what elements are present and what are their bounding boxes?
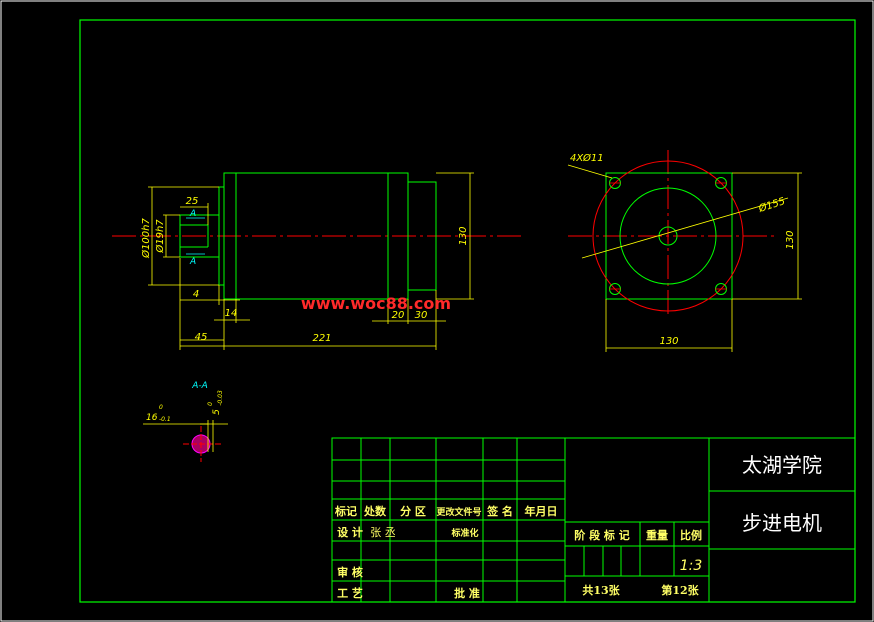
- dim-tol-5-up: 0: [207, 402, 214, 406]
- dim-text-16: 16: [146, 413, 158, 423]
- holes-note: 4XØ11: [570, 152, 604, 164]
- dim-text-dia100: Ø100h7: [140, 218, 152, 259]
- shaft-circle: [658, 226, 678, 246]
- title-block: [331, 437, 856, 603]
- rear-cap: [407, 181, 437, 291]
- rev-header-date: 年月日: [525, 504, 558, 518]
- section-label: A-A: [191, 381, 208, 391]
- side-view: 4XØ11 Ø155 130 130: [567, 150, 802, 352]
- dim-text-30: 30: [415, 310, 428, 321]
- dim-tol-5-dn: -0.03: [217, 390, 224, 406]
- dim-text-45: 45: [195, 332, 208, 343]
- rev-header-sign: 签 名: [486, 504, 513, 518]
- section-view: A-A 16 0 -0.1 5 0 -0.03: [143, 381, 228, 462]
- sheet-number: 第12张: [661, 583, 699, 597]
- section-mark-upper: A: [189, 209, 196, 219]
- rev-header-mark: 标记: [334, 504, 357, 518]
- scale-label: 比例: [680, 528, 702, 542]
- dim-text-130-height: 130: [785, 230, 796, 249]
- school-name: 太湖学院: [742, 453, 822, 477]
- weight-label: 重量: [646, 528, 668, 542]
- dim-text-221: 221: [312, 333, 331, 344]
- designer-name: 张 丞: [370, 526, 396, 539]
- dim-text-5: 5: [212, 409, 222, 415]
- dim-text-14: 14: [225, 308, 238, 319]
- scale-value: 1:3: [680, 558, 703, 574]
- design-label: 设 计: [337, 525, 363, 539]
- review-label: 审 核: [337, 565, 363, 579]
- rev-header-zone: 分 区: [400, 504, 426, 518]
- drawing-name: 步进电机: [742, 511, 822, 535]
- dim-text-130-front: 130: [458, 226, 469, 245]
- standardize-label: 标准化: [450, 527, 478, 539]
- process-label: 工 艺: [337, 586, 363, 600]
- dim-text-20: 20: [392, 310, 405, 321]
- dim-tol-16-dn: -0.1: [159, 416, 171, 423]
- rev-header-doc: 更改文件号: [436, 506, 481, 518]
- leader-holes: [567, 164, 613, 179]
- pilot-circle: [619, 187, 717, 285]
- section-mark-lower: A: [189, 257, 196, 267]
- dim-text-dia19: Ø19h7: [154, 219, 166, 254]
- dim-text-130-width: 130: [659, 336, 678, 347]
- dim-text-4: 4: [193, 289, 199, 300]
- dim-line-dia155: [581, 197, 789, 259]
- dim-text-25: 25: [186, 196, 199, 207]
- total-sheets: 共13张: [582, 583, 620, 597]
- stage-label: 阶 段 标 记: [574, 528, 630, 542]
- dim-text-dia155: Ø155: [756, 195, 786, 215]
- shaft: [179, 214, 220, 258]
- front-view: 221 45 14 20 30 4 25 130 Ø100h7 Ø19h7 A …: [112, 172, 522, 350]
- rev-header-count: 处数: [363, 504, 387, 518]
- flange-square: [605, 172, 733, 300]
- watermark: www.woc88.com: [301, 294, 451, 313]
- dim-tol-16-up: 0: [159, 404, 163, 411]
- bolt-circle: [592, 160, 744, 312]
- approve-label: 批 准: [454, 586, 480, 600]
